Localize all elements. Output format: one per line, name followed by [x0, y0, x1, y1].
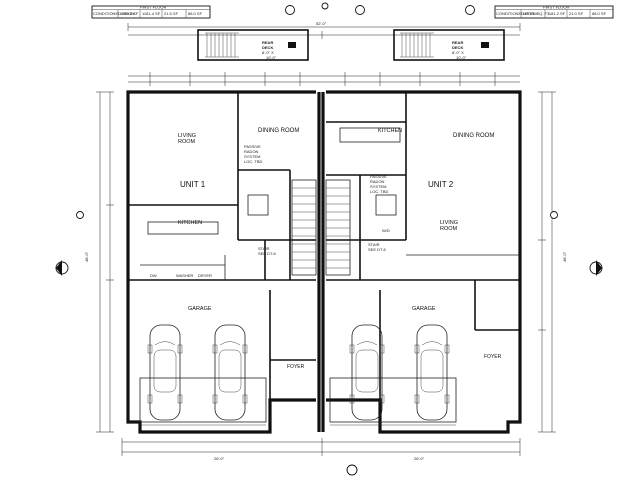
half-width-label: 26'-0" [214, 456, 225, 461]
garage-unit-2 [329, 377, 457, 426]
dimension-top: 52'-0" [127, 21, 521, 86]
radon-label: SYSTEM [244, 154, 260, 159]
kitchen-label: KITCHEN [378, 128, 402, 134]
schedule-header: FIRST FLOOR [543, 5, 569, 10]
garage-label: GARAGE [412, 306, 436, 312]
radon-label: SYSTEM [370, 184, 386, 189]
stair-label: SEE DT-6 [368, 247, 387, 252]
section-marker-top [285, 2, 475, 15]
schedule-header: FIRST FLOOR [140, 5, 166, 10]
rear-deck-label: DECK [262, 45, 273, 50]
fixture-label: WASHER [176, 273, 194, 278]
schedule-cell: 1181.4 SF [142, 11, 161, 16]
rear-deck-label: DECK [452, 45, 463, 50]
rear-deck-right: REAR DECK 8'-0" X 10'-0" [393, 29, 505, 61]
living-room-label: LIVING [440, 220, 458, 226]
interior-walls-unit-2 [326, 92, 520, 432]
area-schedule-right: FIRST FLOOR CONDITIONED ROOM METR. SQ. F… [494, 5, 614, 19]
radon-label: RADON [370, 179, 385, 184]
schedule-cell: METR. SQ. FT. [523, 11, 550, 16]
car-icon [147, 324, 183, 421]
unit-2-label: UNIT 2 [428, 180, 454, 189]
schedule-cell: 21.0 SF [569, 11, 584, 16]
stair-unit-2 [325, 179, 351, 276]
radon-label: LOC. TBD [370, 189, 388, 194]
dimension-right: 48'-0" [538, 91, 567, 433]
rear-deck-size: 8'-0" X [452, 50, 464, 55]
schedule-cell: CONDITIONED ROOM [93, 11, 135, 16]
rear-deck-size: 10'-0" [456, 55, 467, 60]
cars [147, 324, 450, 421]
foyer-label: FOYER [484, 354, 502, 360]
rear-deck-label: REAR [262, 40, 273, 45]
fixture-label: DW [150, 273, 157, 278]
unit-1-label: UNIT 1 [180, 180, 206, 189]
garage-unit-1 [139, 377, 267, 426]
overall-width-label: 52'-0" [316, 21, 327, 26]
radon-label: PASSIVE [370, 174, 387, 179]
radon-label: LOC. TBD [244, 159, 262, 164]
depth-label: 48'-0" [562, 251, 567, 262]
kitchen-label: KITCHEN [178, 220, 202, 226]
radon-label: PASSIVE [244, 144, 261, 149]
schedule-cell: 21.5 SF [164, 11, 179, 16]
car-icon [414, 324, 450, 421]
car-icon [212, 324, 248, 421]
area-schedule-left: FIRST FLOOR CONDITIONED ROOM 1190.2 SF 1… [91, 5, 211, 19]
car-icon [349, 324, 385, 421]
schedule-cell: 88.0 SF [188, 11, 203, 16]
radon-label: RADON [244, 149, 259, 154]
foyer-label: FOYER [287, 364, 305, 370]
rear-deck-label: REAR [452, 40, 463, 45]
depth-label: 48'-0" [84, 251, 89, 262]
stair-label: STAIR [258, 246, 270, 251]
dimension-bottom: 26'-0" 26'-0" [121, 438, 521, 476]
schedule-cell: 88.0 SF [592, 11, 607, 16]
fixture-label: W/D [382, 228, 390, 233]
interior-walls-unit-1 [128, 92, 316, 432]
living-room-label: LIVING [178, 133, 196, 139]
dining-room-label: DINING ROOM [453, 133, 494, 139]
stair-label: STAIR [368, 242, 380, 247]
living-room-label: ROOM [440, 226, 458, 232]
schedule-cell: 1181.2 SF [547, 11, 566, 16]
rear-deck-left: REAR DECK 8'-0" X 10'-0" [197, 29, 309, 61]
section-marker-side [55, 211, 603, 276]
dimension-left: 48'-0" [84, 91, 114, 433]
room-labels: LIVING ROOM DINING ROOM UNIT 1 KITCHEN G… [150, 128, 502, 370]
garage-label: GARAGE [188, 306, 212, 312]
stair-unit-1 [291, 179, 317, 276]
rear-deck-size: 10'-0" [266, 55, 277, 60]
schedule-cell: CONDITIONED ROOM [496, 11, 538, 16]
half-width-label: 26'-0" [414, 456, 425, 461]
living-room-label: ROOM [178, 139, 196, 145]
stair-label: SEE DT-6 [258, 251, 277, 256]
schedule-cell: 1190.2 SF [120, 11, 139, 16]
rear-deck-size: 8'-0" X [262, 50, 274, 55]
dining-room-label: DINING ROOM [258, 128, 299, 134]
fixture-label: DRYER [198, 273, 212, 278]
